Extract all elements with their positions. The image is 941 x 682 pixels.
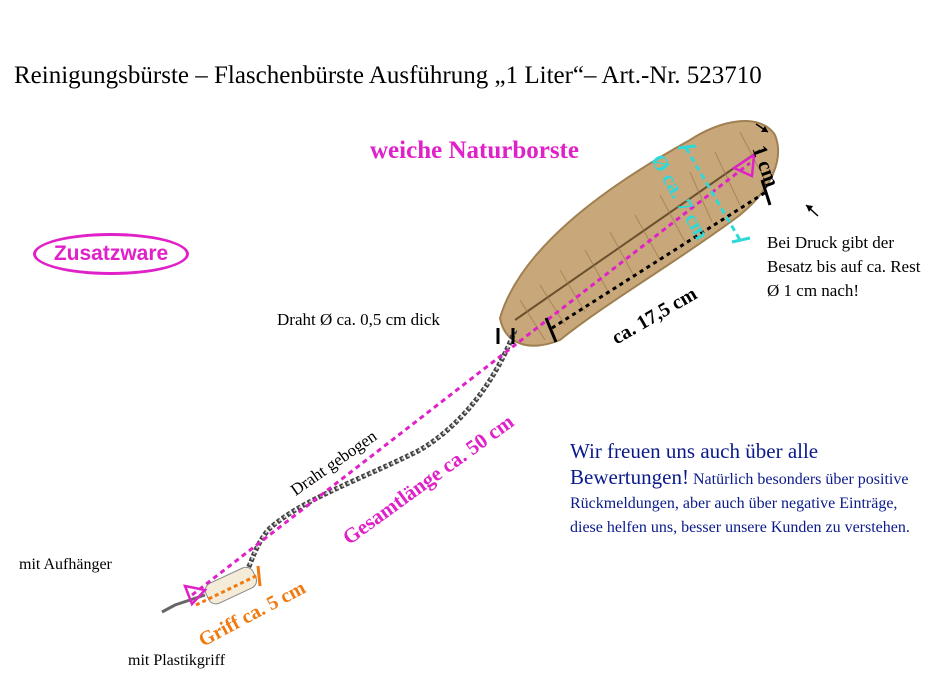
total-length-line xyxy=(191,161,751,597)
review-text: Wir freuen uns auch über alle Bewertunge… xyxy=(570,438,920,540)
diameter-line xyxy=(684,147,742,241)
bristle-length-line xyxy=(551,190,767,330)
extra-item-label: Zusatzware xyxy=(53,242,169,265)
extra-item-badge: Zusatzware xyxy=(33,233,189,275)
plastic-grip-label: mit Plastikgriff xyxy=(128,652,226,669)
page-title: Reinigungsbürste – Flaschenbürste Ausfüh… xyxy=(14,62,762,89)
pressure-note: Bei Druck gibt der Besatz bis auf ca. Re… xyxy=(767,233,921,300)
soft-bristle-label: weiche Naturborste xyxy=(370,137,579,164)
wire-thickness-label: Draht Ø ca. 0,5 cm dick xyxy=(277,310,440,329)
total-length-start-arrow xyxy=(183,584,208,607)
hanger-label: mit Aufhänger xyxy=(19,556,112,573)
review-headline: Wir freuen uns auch über alle Bewertunge… xyxy=(570,439,819,489)
grip-length-line xyxy=(195,573,259,607)
review-body: Natürlich besonders über positive Rückme… xyxy=(570,471,910,536)
total-length-end-arrow xyxy=(731,152,756,178)
